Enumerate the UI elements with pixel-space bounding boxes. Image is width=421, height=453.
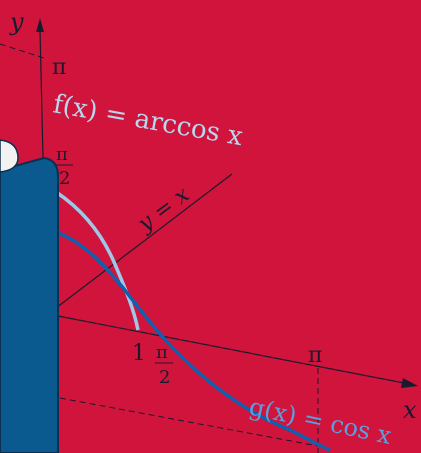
cos-curve <box>55 230 331 452</box>
tick-pi-x: π <box>308 343 322 368</box>
tick-half-pi-x-numerator: π <box>156 342 168 363</box>
y-axis-label: y <box>9 8 24 36</box>
tick-half-pi-x-denominator: 2 <box>159 367 170 388</box>
tick-pi-y: π <box>52 55 66 80</box>
pi-guide-line-top <box>0 43 45 59</box>
foreground-panel-cap <box>0 139 19 173</box>
x-axis-label: x <box>403 396 417 424</box>
identity-line <box>55 173 233 309</box>
pi-guide-line-bottom <box>59 397 319 447</box>
x-axis-arrow <box>401 378 418 388</box>
arccos-curve <box>55 190 140 331</box>
cos-label: g(x) = cos x <box>247 392 394 449</box>
y-axis-arrow <box>36 18 44 32</box>
tick-half-pi-y-numerator: π <box>56 144 68 165</box>
tick-half-pi-y-denominator: 2 <box>59 168 70 189</box>
tick-one-x: 1 <box>132 341 146 366</box>
arccos-label: f(x) = arccos x <box>51 89 245 152</box>
foreground-panel <box>0 156 59 453</box>
x-axis <box>57 315 405 384</box>
